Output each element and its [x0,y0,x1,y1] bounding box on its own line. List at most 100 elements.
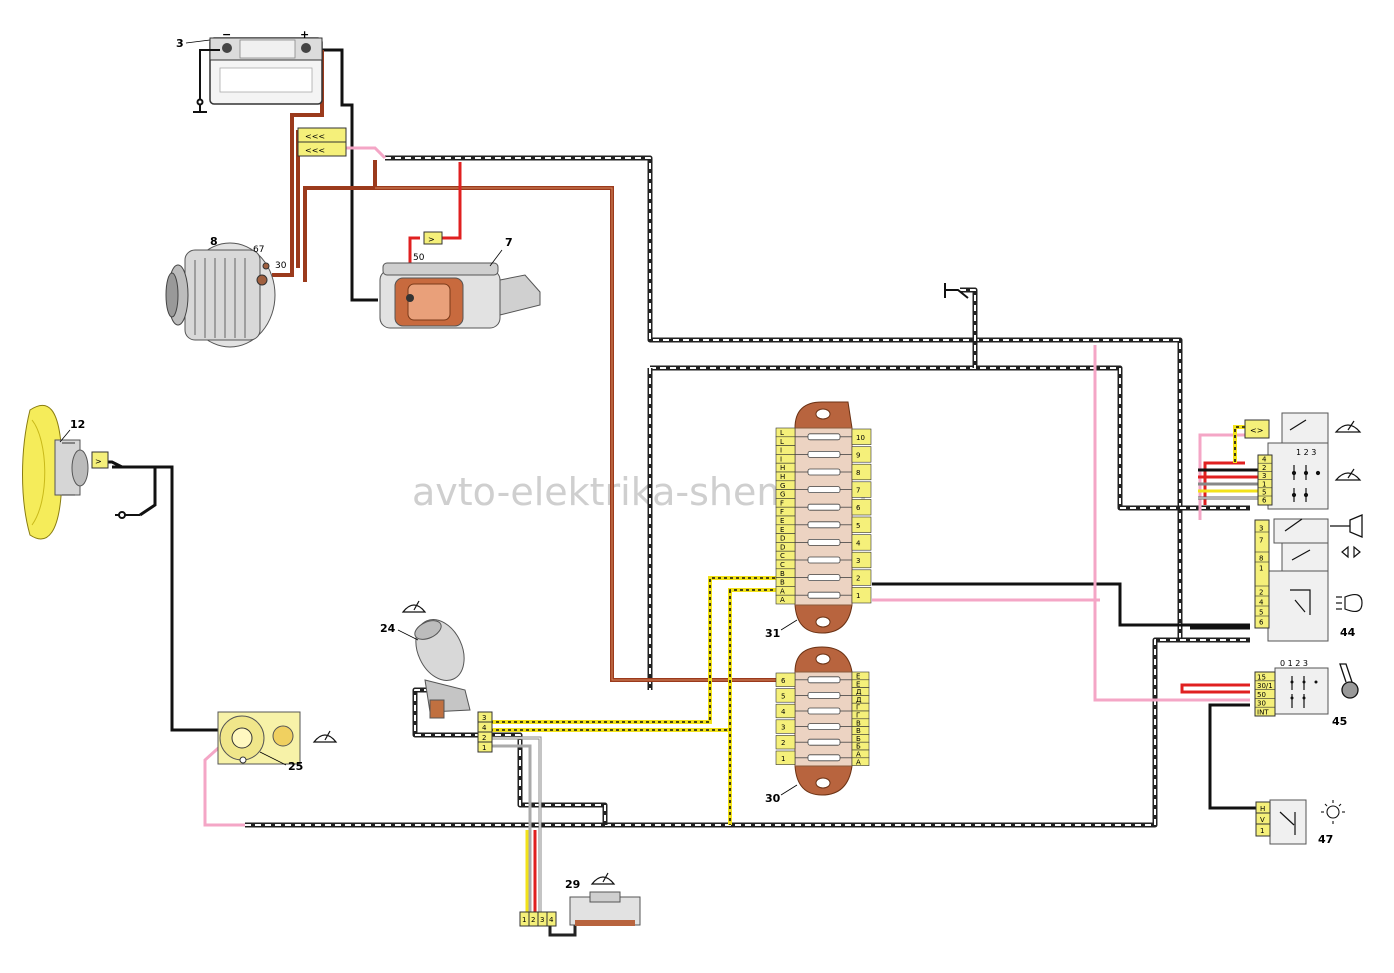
switch44-pin-label: 4 [1259,599,1264,607]
fuse30-left-pin [775,735,796,750]
leader-fuse-31 [780,619,798,631]
fuse31-left-pin [775,489,796,499]
fuse31-fuse [807,521,841,529]
pump-pin-4: 4 [549,916,554,924]
switch44-pin-label: 5 [1259,609,1263,617]
fuse31-left-pin-label: A [780,596,785,604]
battery[interactable]: − + [209,28,323,105]
fuse30-right-pin [851,710,870,720]
wiper-pin-1: 1 [482,744,486,752]
fuse30-left-pin-label: 5 [781,692,785,700]
fuse31-right-pin [851,569,872,586]
ground-hook-top [944,283,969,299]
fuse30-left-pin [775,719,796,734]
ground-symbol-battery [193,49,220,113]
fuse31-right-pin [851,499,872,516]
fuse31-left-pin [775,454,796,464]
battery-negative-terminal [222,43,232,53]
fuse31-right-pin-label: 5 [856,522,860,530]
switch44-pin-label: 2 [1259,589,1263,597]
fuse31-left-pin [775,594,796,605]
starter-terminal-50: 50 [413,253,425,263]
fuse-link-connector: <<< <<< [297,127,347,157]
grey-wires [490,736,542,915]
pump-connector: 1 2 3 4 [519,911,557,927]
label-washer-pump: 29 [565,878,580,891]
turn-signal-icon [1341,545,1361,559]
fuse31-fuse [807,433,841,441]
fuse31-left-pin [775,524,796,534]
leader-wiper [397,629,419,641]
yellow-wires [490,425,1245,825]
switch44-pin-label: 3 [1259,525,1263,533]
switch44-pin-label: 8 [1259,555,1263,563]
fuse31-fuse [807,450,841,458]
fuse31-right-pin-label: 8 [856,469,860,477]
fuse31-left-pin-label: G [780,482,785,490]
fuse31-left-pin [775,427,796,438]
switch44-pin-label: 2 [1262,464,1266,472]
label-light-switch: 47 [1318,833,1333,846]
wiper-pin-3: 3 [482,714,486,722]
fuse30-fuse [807,692,841,699]
switch45-pin-label: 15 [1257,673,1266,681]
wiper-pin-2: 2 [482,734,486,742]
stalk-switch[interactable] [1267,412,1329,642]
switch44-pin-label: 7 [1259,537,1263,545]
key-icon [1339,663,1359,699]
washer-pump[interactable] [569,891,641,926]
fuse31-left-pin-label: B [780,579,785,587]
fuse31-left-pin-label: D [780,535,785,543]
svg-text:>: > [95,457,102,466]
fuse30-right-pin-label: В [856,727,861,735]
fuse30-right-pin [851,671,870,681]
horn-icon [1330,514,1363,538]
fuse31-left-pin [775,506,796,517]
switch44-pin-label: 4 [1262,456,1267,464]
fan-motor[interactable] [22,404,89,540]
interior-light-icon [1321,800,1345,824]
wiper-connector: 3 4 2 1 [477,711,493,753]
fuse31-left-pin [775,559,796,570]
fuse31-left-pin-label: F [780,499,784,507]
fuse30-fuse [807,676,841,684]
label-fuse-block-31: 31 [765,627,780,640]
fuse30-left-pin [775,703,796,719]
switch45-pin-label: 30/1 [1257,682,1273,690]
fuse31-right-pin [851,446,872,463]
fuse31-fuse [807,468,841,476]
battery-minus-label: − [222,28,231,41]
light-switch[interactable]: H V 1 [1255,799,1307,845]
fuse31-right-pin-label: 3 [856,557,860,565]
washer-pump-icon [590,872,616,885]
fuse30-left-pin-label: 3 [781,724,785,732]
wiper-motor[interactable] [407,612,474,719]
fuse31-left-pin [775,577,796,587]
switch44-pin-label: 3 [1262,472,1266,480]
fuse30-fuse [807,738,841,746]
label-starter: 7 [505,236,513,249]
fuse30-fuse [807,754,841,762]
fuse31-left-pin-label: C [780,552,785,560]
fuse31-right-pin-label: 6 [856,504,861,512]
fuse30-right-pin [851,757,870,766]
washer-switch[interactable] [217,711,301,765]
windshield-washer-icon [312,730,338,743]
fuse30-left-pin-label: 4 [781,708,786,716]
generator[interactable] [165,242,276,348]
fuse31-fuse [807,556,841,564]
fuse31-left-pin-label: C [780,561,785,569]
fuse30-right-pin-label: А [856,758,861,766]
starter[interactable] [379,262,541,329]
fuse31-left-pin-label: L [780,429,784,437]
wiper-icon-44 [1334,420,1362,481]
fuse30-right-pin-label: В [856,719,861,727]
fuse31-left-pin-label: I [780,455,782,463]
